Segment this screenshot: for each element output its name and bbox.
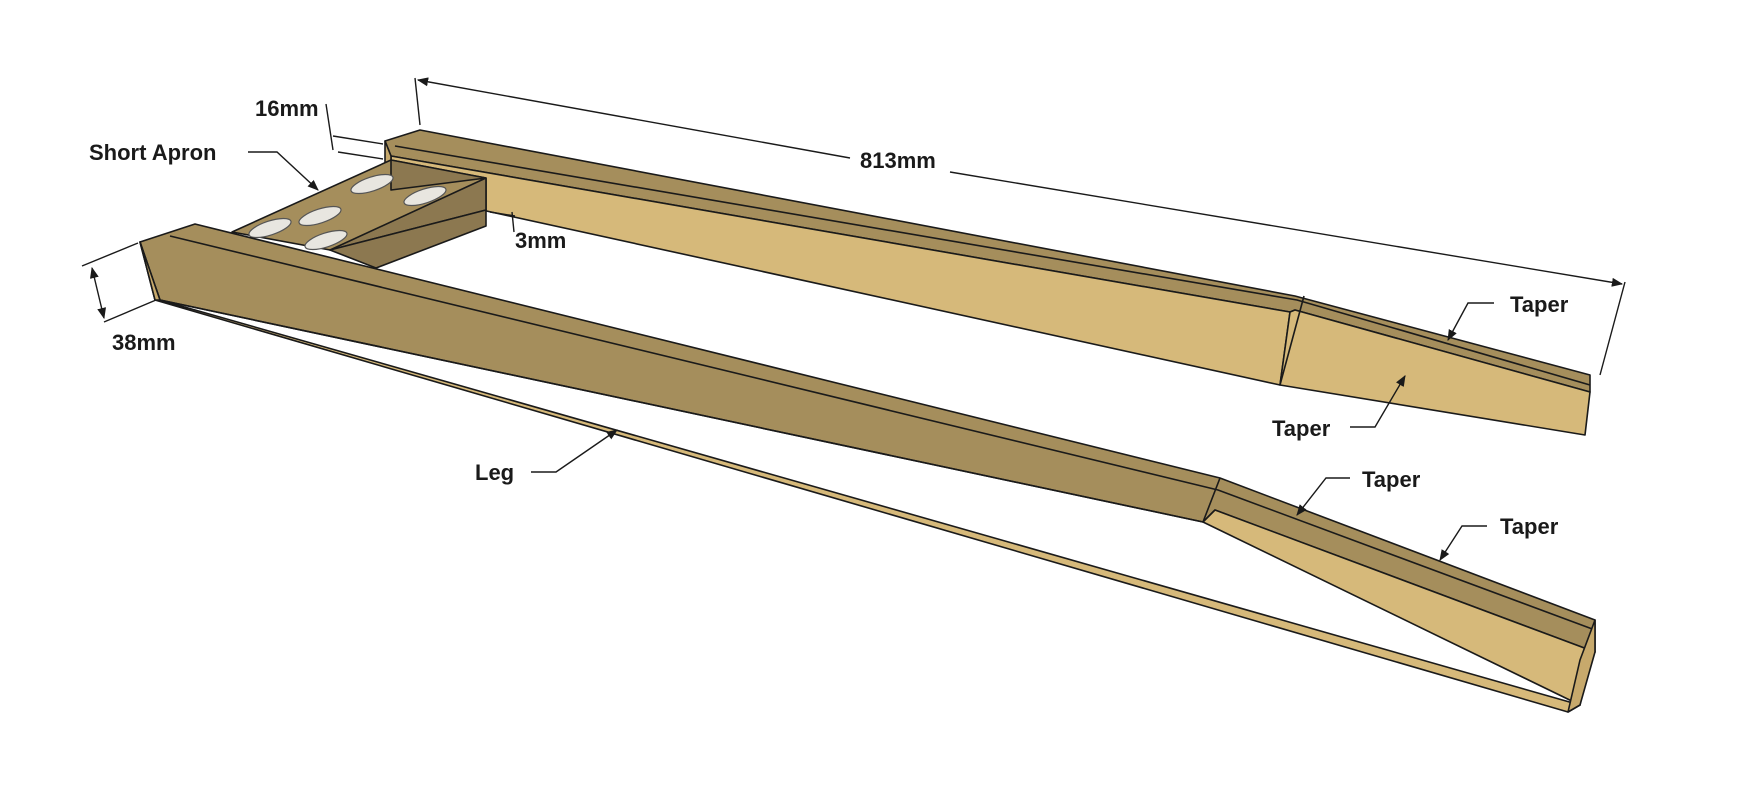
width-dimension: 16mm xyxy=(255,96,384,160)
taper-callout-back-face: Taper xyxy=(1272,375,1406,441)
taper-label-front-top: Taper xyxy=(1362,467,1421,492)
short-apron-callout: Short Apron xyxy=(89,140,319,191)
taper-callout-back-top: Taper xyxy=(1447,292,1569,341)
thickness-label: 38mm xyxy=(112,330,176,355)
taper-label-front-edge: Taper xyxy=(1500,514,1559,539)
leg-callout: Leg xyxy=(475,429,618,485)
thickness-dimension: 38mm xyxy=(81,242,176,355)
pocket-hole xyxy=(298,205,342,227)
back-leg xyxy=(384,129,1591,436)
offset-label: 3mm xyxy=(515,228,566,253)
width-label: 16mm xyxy=(255,96,319,121)
taper-label-back-face: Taper xyxy=(1272,416,1331,441)
leg-label: Leg xyxy=(475,460,514,485)
front-leg xyxy=(139,223,1596,713)
short-apron xyxy=(231,159,487,269)
pocket-hole xyxy=(248,217,292,239)
pocket-hole xyxy=(403,185,447,207)
length-dimension: 813mm xyxy=(414,77,1626,376)
offset-dimension: 3mm xyxy=(489,211,566,253)
taper-callout-front-edge: Taper xyxy=(1439,514,1559,561)
taper-callout-front-top: Taper xyxy=(1296,467,1421,516)
short-apron-label: Short Apron xyxy=(89,140,217,165)
pocket-hole xyxy=(304,229,348,251)
pocket-hole xyxy=(350,173,394,195)
taper-label-back-top: Taper xyxy=(1510,292,1569,317)
length-label: 813mm xyxy=(860,148,936,173)
